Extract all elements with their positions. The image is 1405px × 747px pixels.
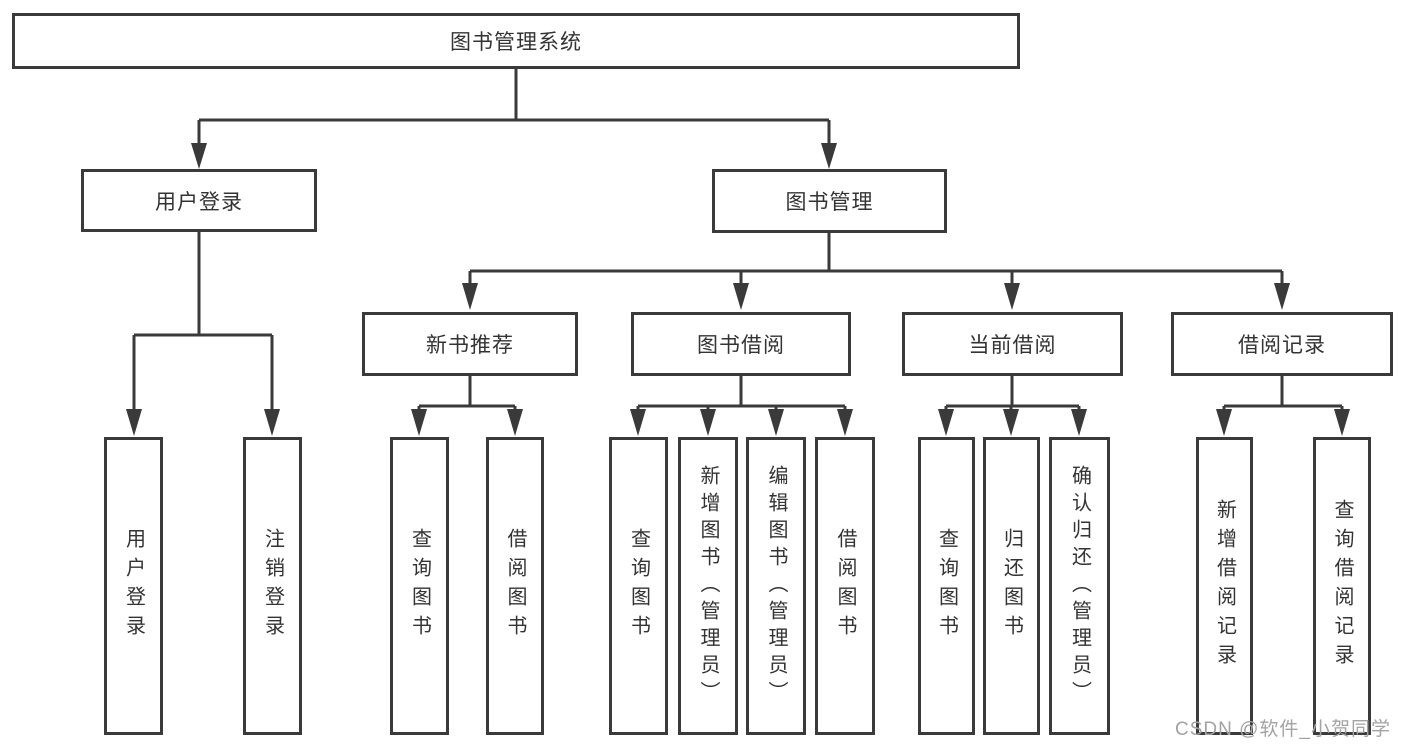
leaf-add-book-admin: 新增图书（管理员）: [678, 437, 738, 735]
node-label: 图书管理: [785, 191, 874, 214]
csdn-watermark: CSDN @软件_小贺同学: [1175, 719, 1391, 740]
leaf-confirm-return-admin: 确认归还（管理员）: [1049, 437, 1110, 735]
node-label: 注销登录: [261, 528, 284, 644]
leaf-borrow-books: 借阅图书: [815, 437, 875, 735]
node-label: 借阅图书: [834, 528, 856, 644]
leaf-query-borrow-record: 查询借阅记录: [1313, 437, 1371, 735]
node-label: 用户登录: [155, 190, 243, 214]
leaf-return-book: 归还图书: [983, 437, 1040, 735]
node-label: 查询图书: [408, 528, 431, 644]
leaf-query-books-borrow: 查询图书: [609, 437, 668, 735]
node-label: 查询图书: [627, 528, 650, 644]
leaf-edit-book-admin: 编辑图书（管理员）: [746, 437, 806, 735]
node-borrow-records: 借阅记录: [1171, 312, 1393, 376]
leaf-logout: 注销登录: [243, 437, 302, 735]
node-label: 新书推荐: [426, 334, 514, 357]
node-book-borrow: 图书借阅: [631, 312, 851, 376]
node-label: 用户登录: [122, 528, 145, 644]
arrowheads: [126, 143, 1350, 436]
node-label: 查询图书: [935, 528, 958, 644]
leaf-add-borrow-record: 新增借阅记录: [1196, 437, 1253, 735]
leaf-user-login: 用户登录: [104, 437, 163, 735]
leaf-query-books-current: 查询图书: [918, 437, 975, 735]
node-label: 确认归还（管理员）: [1068, 464, 1091, 708]
node-library-management-system: 图书管理系统: [12, 13, 1020, 69]
node-label: 归还图书: [1000, 528, 1023, 644]
node-label: 图书管理系统: [450, 31, 582, 54]
node-label: 编辑图书（管理员）: [765, 464, 787, 708]
node-label: 查询借阅记录: [1331, 499, 1353, 673]
node-label: 新增图书（管理员）: [697, 464, 719, 708]
node-label: 借阅图书: [504, 528, 526, 644]
node-new-book-recommend: 新书推荐: [362, 312, 578, 376]
node-label: 借阅记录: [1238, 334, 1326, 357]
node-current-borrow: 当前借阅: [902, 312, 1123, 376]
node-user-login: 用户登录: [81, 169, 317, 232]
leaf-borrow-books-recommend: 借阅图书: [486, 437, 544, 735]
node-book-management: 图书管理: [712, 169, 947, 233]
node-label: 当前借阅: [968, 334, 1057, 357]
node-label: 新增借阅记录: [1213, 499, 1236, 673]
node-label: 图书借阅: [697, 334, 785, 357]
leaf-query-books-recommend: 查询图书: [390, 437, 449, 735]
